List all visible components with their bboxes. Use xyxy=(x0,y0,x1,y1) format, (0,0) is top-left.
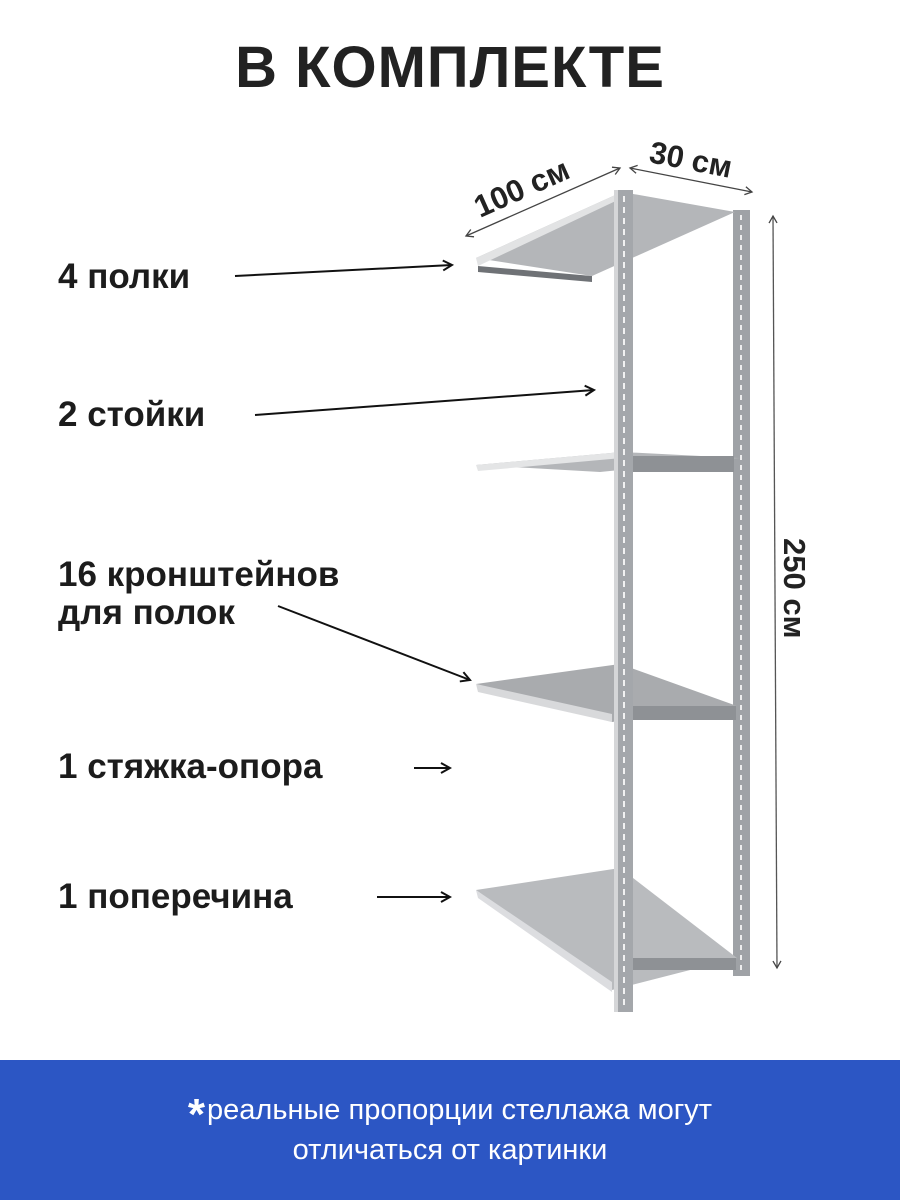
item-shelves: 4 полки xyxy=(58,257,191,296)
height-label: 250 см xyxy=(777,538,812,639)
shelf-1 xyxy=(476,192,735,282)
depth-label: 30 см xyxy=(647,135,735,185)
shelf-3 xyxy=(476,664,737,722)
item-brackets-line1: 16 кронштейнов xyxy=(58,555,340,594)
width-label: 100 см xyxy=(469,152,575,225)
item-uprights: 2 стойки xyxy=(58,395,206,434)
item-brackets-line2: для полок xyxy=(58,593,235,632)
arrow-shelves xyxy=(234,265,452,277)
width-dimension-line xyxy=(464,166,622,238)
disclaimer-line1: *реальные пропорции стеллажа могут xyxy=(0,1090,900,1140)
asterisk-icon: * xyxy=(187,1090,206,1139)
disclaimer-banner: *реальные пропорции стеллажа могут отлич… xyxy=(0,1060,900,1200)
height-dimension-line xyxy=(768,214,782,970)
arrow-uprights xyxy=(254,390,594,416)
item-support: 1 стяжка-опора xyxy=(58,747,323,786)
back-upright xyxy=(733,210,750,976)
page-title: В КОМПЛЕКТЕ xyxy=(235,35,665,100)
front-upright xyxy=(614,190,633,1012)
depth-dimension-line xyxy=(628,164,754,196)
disclaimer-line2: отличаться от картинки xyxy=(292,1134,608,1166)
shelving-illustration: 100 см 30 см 250 см xyxy=(234,135,812,1012)
item-brackets: 16 кронштейнов для полок xyxy=(58,556,339,632)
item-crossbar: 1 поперечина xyxy=(58,877,293,916)
shelf-2 xyxy=(476,452,740,472)
arrow-brackets xyxy=(277,605,470,680)
disclaimer-text-1: реальные пропорции стеллажа могут xyxy=(207,1094,713,1126)
shelf-4 xyxy=(476,868,737,992)
